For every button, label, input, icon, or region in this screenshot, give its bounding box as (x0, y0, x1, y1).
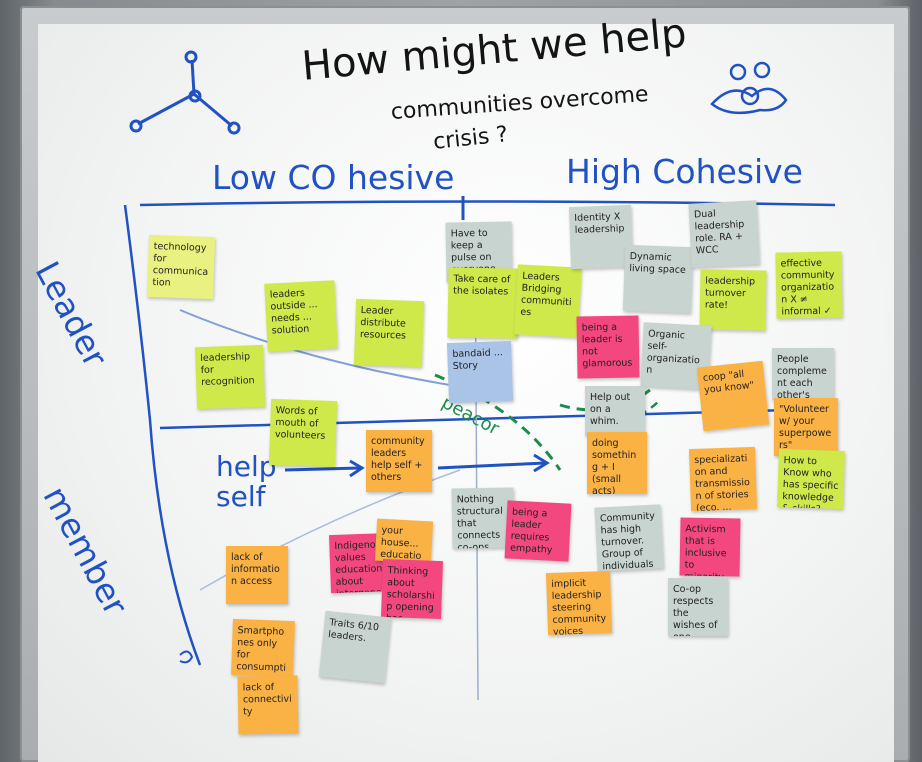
help-self-label: help self (216, 450, 277, 513)
sticky-note[interactable]: leadership for recognition (194, 344, 266, 410)
sticky-note[interactable]: bandaid ... Story (446, 340, 514, 404)
sticky-note[interactable]: specialization and transmission of stori… (688, 446, 758, 512)
sticky-note[interactable]: Co-op respects the wishes of one person. (668, 578, 728, 636)
sticky-note[interactable]: community leaders help self + others (366, 430, 432, 492)
sticky-note[interactable]: Thinking about scholarship opening has e… (381, 558, 443, 620)
sticky-note[interactable]: coop "all you know" (696, 360, 770, 432)
sticky-note[interactable]: effective community organization X ≠ inf… (775, 251, 843, 319)
sticky-note[interactable]: your house... education (374, 518, 434, 564)
sticky-note[interactable]: lack of connectivity (237, 675, 299, 735)
sticky-note[interactable]: leadership turnover rate! (699, 269, 767, 331)
high-cohesive-label: High Cohesive (566, 152, 803, 191)
sticky-note[interactable]: doing something + I (small acts) (587, 432, 647, 494)
sticky-note[interactable]: Dual leadership role. RA + WCC (688, 200, 760, 268)
sticky-note[interactable]: "Volunteer w/ your superpowers" (774, 398, 838, 456)
sticky-note[interactable]: Leader distribute resources (353, 298, 425, 368)
sticky-note[interactable]: Traits 6/10 leaders. (318, 610, 392, 684)
sticky-note[interactable]: Help out on a whim. (585, 386, 645, 436)
sticky-note[interactable]: Take care of the isolates (447, 267, 519, 339)
sticky-note[interactable]: technology for communication (146, 234, 216, 300)
people-group-doodle-icon (710, 61, 788, 115)
sticky-note[interactable]: being a leader is not glamorous (576, 315, 640, 379)
molecule-doodle-icon (129, 50, 241, 135)
sticky-note[interactable]: implicit leadership steering community v… (545, 570, 613, 636)
sticky-note[interactable]: leaders outside ... needs ... solution (264, 280, 338, 352)
sticky-note[interactable]: People complement each other's skills & … (772, 348, 834, 400)
sticky-note[interactable]: How to Know who has specific knowledge &… (777, 448, 845, 510)
sticky-note[interactable]: Identity X leadership (568, 204, 634, 270)
sticky-note[interactable]: Words of mouth of volunteers (268, 398, 338, 468)
sticky-note[interactable]: Leaders Bridging communities (514, 264, 582, 338)
sticky-note[interactable]: Community has high turnover. Group of in… (594, 504, 664, 572)
sticky-note[interactable]: lack of information access (226, 546, 288, 604)
sticky-note[interactable]: Dynamic living space (622, 244, 694, 314)
low-cohesive-label: Low CO hesive (212, 158, 455, 197)
sticky-note[interactable]: Activism that is inclusive to minority p… (679, 517, 741, 577)
sticky-note[interactable]: Smartphones only for consumption (231, 618, 295, 678)
sticky-note[interactable]: being a leader requires empathy (504, 500, 572, 562)
